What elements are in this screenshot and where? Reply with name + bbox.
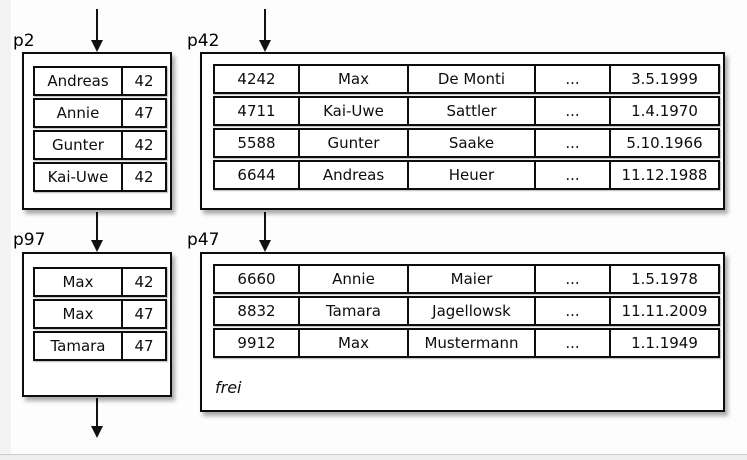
cell-key: Andreas [47, 72, 109, 90]
cell-date: 3.5.1999 [609, 66, 718, 92]
cell-id: 6660 [237, 270, 276, 288]
table-row: Max 47 [33, 299, 167, 329]
arrow-head [90, 40, 103, 52]
arrow-p42-to-p47-icon [258, 212, 272, 252]
cell-id: 8832 [237, 302, 276, 320]
bottom-edge-strip [0, 454, 747, 460]
cell-lastname: Jagellowsk [407, 298, 534, 324]
cell-lastname: De Monti [407, 66, 534, 92]
table-row: Andreas 42 [33, 66, 167, 96]
page-label-p2: p2 [13, 31, 35, 51]
arrow-p2-to-p97-icon [90, 212, 104, 252]
cell-ellipsis: ... [534, 66, 609, 92]
arrow-head [90, 240, 103, 252]
cell-firstname: Andreas [298, 162, 407, 188]
cell-page: 47 [121, 301, 165, 327]
cell-firstname: Tamara [298, 298, 407, 324]
cell-lastname: Sattler [407, 98, 534, 124]
page-box-p97: Max 42 Max 47 Tamara 47 [22, 252, 172, 397]
cell-id: 6644 [237, 166, 276, 184]
arrow-shaft [96, 398, 98, 427]
cell-id: 4242 [237, 70, 276, 88]
table-row: 6644 Andreas Heuer ... 11.12.1988 [213, 160, 720, 190]
arrow-into-p2-icon [90, 9, 104, 52]
cell-lastname: Heuer [407, 162, 534, 188]
cell-ellipsis: ... [534, 330, 609, 356]
cell-firstname: Annie [298, 266, 407, 292]
table-row: 4711 Kai-Uwe Sattler ... 1.4.1970 [213, 96, 720, 126]
cell-key: Max [62, 273, 94, 291]
cell-page: 47 [121, 100, 165, 126]
free-space-label: frei [215, 378, 242, 397]
cell-firstname: Max [298, 66, 407, 92]
cell-date: 1.1.1949 [609, 330, 718, 356]
arrow-out-of-p97-icon [90, 398, 104, 438]
table-row: 6660 Annie Maier ... 1.5.1978 [213, 264, 720, 294]
cell-ellipsis: ... [534, 266, 609, 292]
cell-page: 42 [121, 164, 165, 190]
cell-date: 1.4.1970 [609, 98, 718, 124]
arrow-head [90, 426, 103, 438]
cell-key: Kai-Uwe [47, 168, 109, 186]
cell-key: Max [62, 305, 94, 323]
cell-ellipsis: ... [534, 162, 609, 188]
cell-date: 5.10.1966 [609, 130, 718, 156]
table-row: 8832 Tamara Jagellowsk ... 11.11.2009 [213, 296, 720, 326]
table-row: 9912 Max Mustermann ... 1.1.1949 [213, 328, 720, 358]
cell-ellipsis: ... [534, 130, 609, 156]
cell-firstname: Gunter [298, 130, 407, 156]
cell-key: Annie [56, 104, 100, 122]
cell-page: 42 [121, 132, 165, 158]
page-label-p47: p47 [187, 230, 220, 250]
cell-id: 5588 [237, 134, 276, 152]
cell-page: 47 [121, 333, 165, 359]
page-label-p42: p42 [187, 31, 220, 51]
cell-date: 11.11.2009 [609, 298, 718, 324]
cell-lastname: Mustermann [407, 330, 534, 356]
page-label-p97: p97 [13, 230, 46, 250]
table-row: Max 42 [33, 267, 167, 297]
arrow-into-p42-icon [258, 9, 272, 52]
cell-key: Tamara [50, 337, 106, 355]
cell-page: 42 [121, 68, 165, 94]
record-table: 4242 Max De Monti ... 3.5.1999 4711 Kai-… [213, 64, 720, 190]
cell-key: Gunter [52, 136, 104, 154]
cell-ellipsis: ... [534, 98, 609, 124]
index-table: Max 42 Max 47 Tamara 47 [33, 267, 167, 361]
arrow-shaft [96, 212, 98, 241]
page-box-p42: 4242 Max De Monti ... 3.5.1999 4711 Kai-… [200, 52, 725, 210]
cell-firstname: Kai-Uwe [298, 98, 407, 124]
arrow-head [258, 40, 271, 52]
arrow-shaft [264, 212, 266, 241]
cell-lastname: Saake [407, 130, 534, 156]
index-table: Andreas 42 Annie 47 Gunter 42 Kai-Uwe 42 [33, 66, 167, 192]
table-row: 5588 Gunter Saake ... 5.10.1966 [213, 128, 720, 158]
arrow-shaft [264, 9, 266, 41]
cell-date: 1.5.1978 [609, 266, 718, 292]
cell-date: 11.12.1988 [609, 162, 718, 188]
table-row: Tamara 47 [33, 331, 167, 361]
cell-ellipsis: ... [534, 298, 609, 324]
table-row: Annie 47 [33, 98, 167, 128]
page-box-p2: Andreas 42 Annie 47 Gunter 42 Kai-Uwe 42 [22, 52, 172, 210]
cell-page: 42 [121, 269, 165, 295]
table-row: Kai-Uwe 42 [33, 162, 167, 192]
record-table: 6660 Annie Maier ... 1.5.1978 8832 Tamar… [213, 264, 720, 358]
arrow-shaft [96, 9, 98, 41]
table-row: 4242 Max De Monti ... 3.5.1999 [213, 64, 720, 94]
left-margin-strip [0, 0, 11, 454]
cell-firstname: Max [298, 330, 407, 356]
cell-id: 4711 [237, 102, 276, 120]
cell-lastname: Maier [407, 266, 534, 292]
page-box-p47: 6660 Annie Maier ... 1.5.1978 8832 Tamar… [200, 252, 725, 412]
table-row: Gunter 42 [33, 130, 167, 160]
arrow-head [258, 240, 271, 252]
cell-id: 9912 [237, 334, 276, 352]
